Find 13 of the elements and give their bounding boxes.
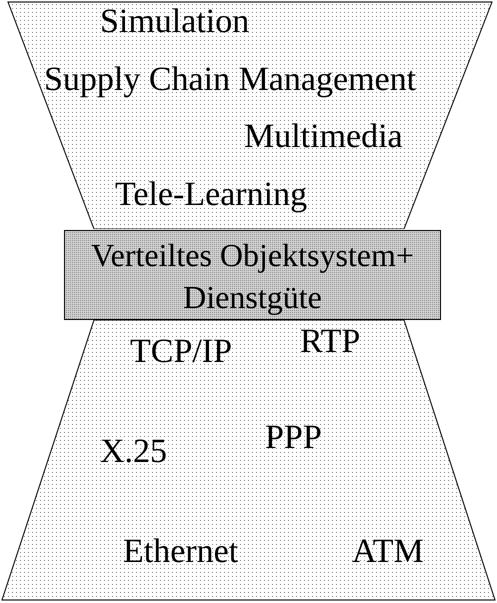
topic-label: Simulation [100, 2, 250, 42]
topic-label: X.25 [100, 432, 168, 472]
topic-label: Tele-Learning [115, 175, 308, 215]
topic-label: Multimedia [244, 117, 403, 157]
topic-label: TCP/IP [130, 332, 232, 372]
topic-label: Supply Chain Management [44, 60, 416, 100]
layer-box [64, 230, 441, 320]
topic-label: PPP [265, 418, 322, 458]
layer-title: Verteiltes Objektsystem+ Dienstgüte [90, 236, 415, 317]
funnel-band [0, 320, 497, 603]
topic-label: ATM [352, 532, 424, 572]
topic-label: RTP [300, 322, 360, 362]
topic-label: Ethernet [123, 532, 238, 572]
